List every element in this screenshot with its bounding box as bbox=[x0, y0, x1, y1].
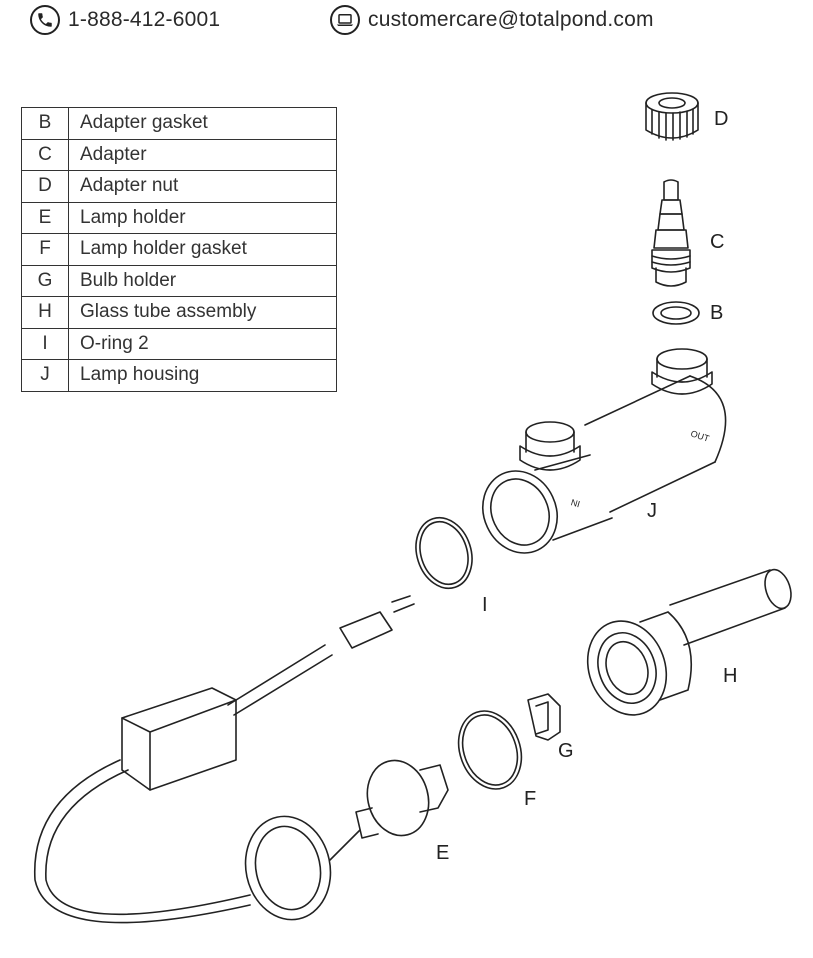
label-b: B bbox=[710, 302, 724, 324]
adapter-nut-drawing bbox=[645, 92, 699, 141]
adapter-gasket-drawing bbox=[652, 301, 700, 325]
part-name: Lamp housing bbox=[68, 359, 337, 392]
bulb-holder-drawing bbox=[527, 693, 561, 741]
label-e: E bbox=[436, 842, 450, 864]
lamp-holder-drawing bbox=[355, 759, 449, 839]
email-address: customercare@totalpond.com bbox=[368, 8, 654, 31]
label-c: C bbox=[710, 231, 725, 253]
adapter-drawing bbox=[651, 179, 691, 287]
part-name: Adapter bbox=[68, 138, 337, 171]
phone-contact: 1-888-412-6001 bbox=[30, 4, 220, 36]
part-key: C bbox=[21, 138, 69, 171]
part-key: D bbox=[21, 170, 69, 203]
threaded-collar-drawing bbox=[244, 815, 332, 921]
laptop-icon bbox=[330, 5, 360, 35]
phone-number: 1-888-412-6001 bbox=[68, 8, 221, 31]
o-ring-drawing bbox=[415, 516, 473, 590]
lamp-holder-gasket-drawing bbox=[457, 710, 523, 790]
email-contact: customercare@totalpond.com bbox=[330, 4, 654, 36]
part-name: Adapter nut bbox=[68, 170, 337, 203]
label-h: H bbox=[723, 665, 738, 687]
part-key: E bbox=[21, 201, 69, 234]
part-key: H bbox=[21, 296, 69, 329]
part-key: I bbox=[21, 327, 69, 360]
part-name: Glass tube assembly bbox=[68, 296, 337, 329]
part-name: Lamp holder gasket bbox=[68, 233, 337, 266]
label-f: F bbox=[524, 788, 537, 810]
label-i: I bbox=[482, 594, 488, 616]
in-mark: IN bbox=[570, 497, 581, 509]
label-g: G bbox=[558, 740, 574, 762]
phone-icon bbox=[30, 5, 60, 35]
part-key: G bbox=[21, 264, 69, 297]
lamp-housing-drawing bbox=[482, 348, 727, 554]
glass-tube-assembly-drawing bbox=[586, 568, 792, 716]
label-j: J bbox=[647, 500, 657, 522]
label-d: D bbox=[714, 108, 729, 130]
out-mark: OUT bbox=[689, 428, 711, 444]
part-key: J bbox=[21, 359, 69, 392]
power-cord-drawing bbox=[33, 595, 415, 924]
part-name: Bulb holder bbox=[68, 264, 337, 297]
part-name: Lamp holder bbox=[68, 201, 337, 234]
